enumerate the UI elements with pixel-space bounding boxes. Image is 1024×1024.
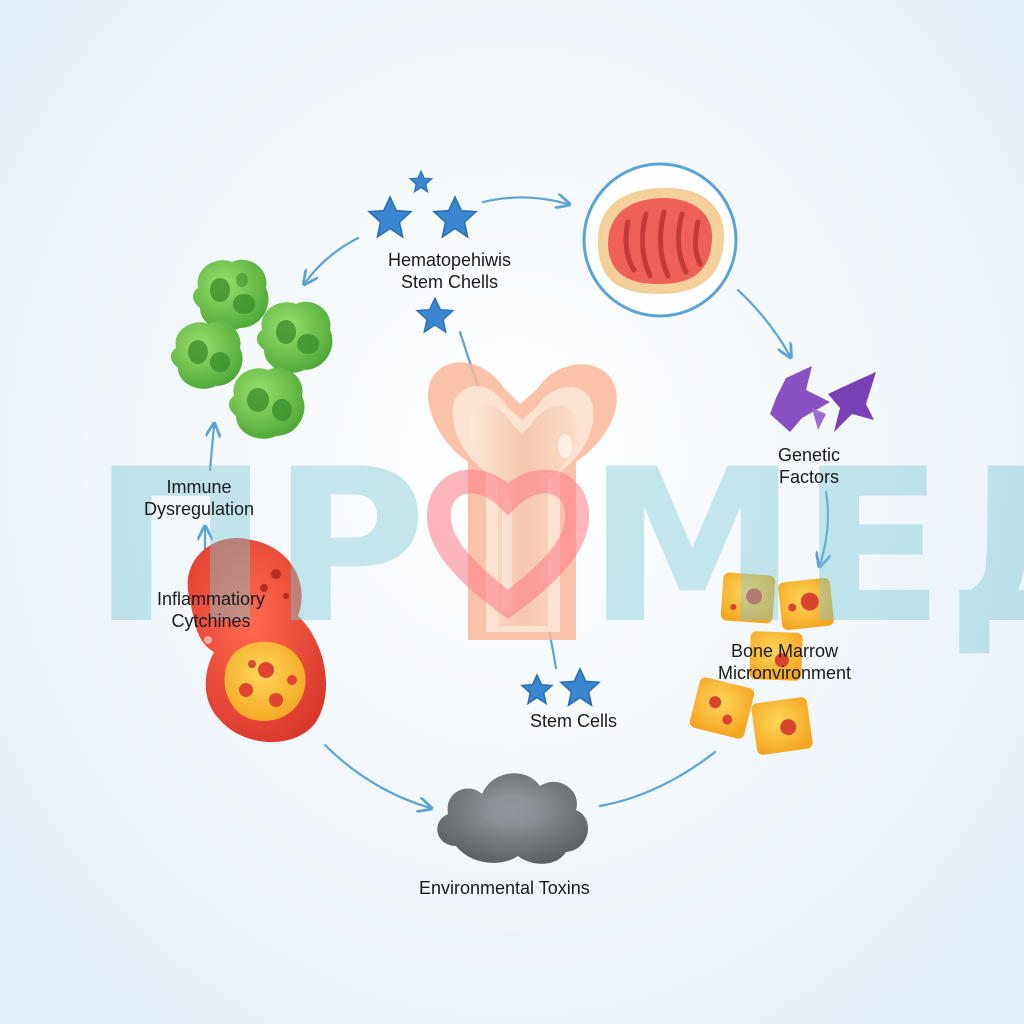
star-icon [408, 169, 434, 194]
arrow-marrow-to-toxins [598, 750, 717, 808]
green-cell [193, 259, 269, 331]
star-icon [432, 195, 478, 239]
stem-star-cluster [520, 666, 602, 707]
label-environmental-toxins: Environmental Toxins [419, 878, 590, 898]
label-genetic-factors: Genetic Factors [778, 445, 841, 487]
green-cell [171, 321, 243, 389]
arrow-hsc-to-mito [481, 197, 568, 204]
hsc-star-cluster [367, 169, 478, 334]
star-icon [415, 296, 455, 334]
genetic-factors-icon [770, 366, 876, 432]
arrow-inflam-to-toxins [323, 743, 430, 808]
arrow-immune-to-green [210, 425, 214, 472]
star-icon [520, 673, 554, 706]
immune-cells-icon [171, 259, 333, 439]
arrow-hsc-to-green [305, 236, 360, 283]
green-cell [229, 367, 305, 439]
label-hsc: Hematopehiwis Stem Chells [388, 250, 512, 292]
arrow-genetic-to-marrow [820, 490, 828, 565]
toxin-cloud-icon [437, 773, 589, 864]
inflammatory-cell-icon [187, 538, 327, 743]
label-inflammatory-cytokines: Inflammatiory Cytchines [157, 589, 266, 631]
label-stem-cells: Stem Cells [530, 711, 618, 731]
bone-marrow-icon [689, 572, 834, 755]
label-bone-marrow: Bone Marrow Micronvironment [718, 641, 852, 683]
arrow-mito-to-genetic [736, 288, 790, 356]
star-icon [367, 195, 413, 239]
bone-icon [428, 362, 617, 640]
mitochondrion-icon [582, 162, 738, 318]
label-immune-dysregulation: Immune Dysregulation [144, 477, 255, 519]
green-cell [257, 301, 333, 373]
star-icon [558, 666, 602, 707]
